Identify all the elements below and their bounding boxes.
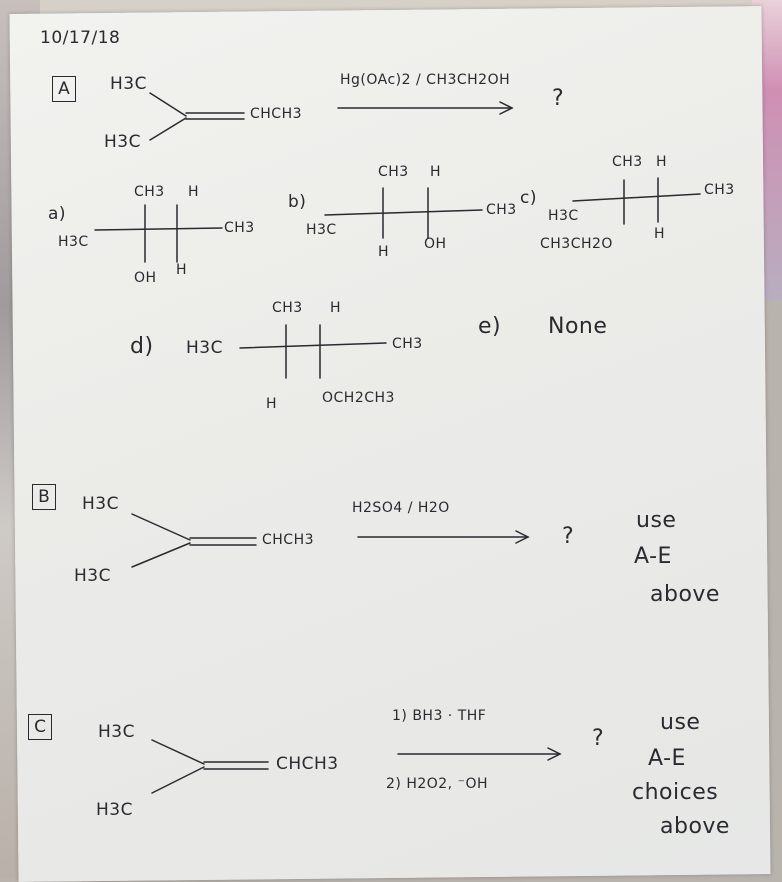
problem-b-h3c-bottom: H3C — [74, 566, 111, 586]
problem-b-note-3: above — [650, 582, 720, 607]
cross-d — [239, 324, 387, 379]
cross-c — [572, 177, 701, 225]
choice-d-top2: H — [330, 300, 342, 316]
choice-d-right: CH3 — [392, 336, 423, 352]
problem-b-h3c-top: H3C — [82, 494, 119, 514]
choice-d-top1: CH3 — [272, 300, 303, 316]
problem-a-box: A — [52, 76, 76, 102]
cross-b — [324, 187, 483, 239]
choice-c-bottom2: H — [654, 226, 666, 242]
arrow-a-head — [499, 101, 514, 115]
alkene-b — [131, 513, 257, 568]
problem-c-product: ? — [592, 726, 605, 751]
problem-c-note-2: A-E — [648, 746, 686, 771]
problem-c-reagent-2: 2) H2O2, ⁻OH — [386, 776, 489, 792]
problem-c-note-3: choices — [632, 780, 719, 805]
arrow-c-head — [547, 747, 562, 761]
choice-a-left: H3C — [58, 234, 89, 250]
problem-c-note-4: above — [660, 814, 730, 839]
problem-b-note-1: use — [636, 508, 677, 533]
problem-a-chch3: CHCH3 — [250, 106, 303, 122]
choice-e-text: None — [548, 314, 608, 339]
choice-d-bottom1: H — [266, 396, 278, 412]
problem-b-chch3: CHCH3 — [262, 532, 315, 548]
problem-c-h3c-top: H3C — [98, 722, 135, 742]
problem-b-box: B — [32, 484, 56, 510]
arrow-b-head — [515, 530, 530, 544]
choice-a-right: CH3 — [224, 220, 255, 236]
choice-d-left: H3C — [186, 338, 223, 358]
problem-c-reagent-1: 1) BH3 · THF — [392, 708, 487, 724]
alkene-c — [151, 739, 269, 794]
choice-a-top1: CH3 — [134, 184, 165, 200]
alkene-a — [149, 92, 245, 141]
choice-d-bottom2: OCH2CH3 — [322, 390, 395, 406]
problem-a-reagent: Hg(OAc)2 / CH3CH2OH — [340, 72, 511, 88]
choice-d-label: d) — [130, 334, 154, 359]
problem-c-h3c-bottom: H3C — [96, 800, 133, 820]
choice-a-bottom1: OH — [134, 270, 157, 286]
choice-c-top1: CH3 — [612, 154, 643, 170]
problem-a-h3c-top: H3C — [110, 74, 147, 94]
cross-a — [94, 204, 223, 263]
problem-b-note-2: A-E — [634, 544, 672, 569]
problem-b-product: ? — [562, 524, 575, 549]
choice-c-right: CH3 — [704, 182, 735, 198]
choice-c-top2: H — [656, 154, 668, 170]
choice-b-label: b) — [288, 192, 307, 212]
choice-c-label: c) — [520, 188, 537, 208]
choice-b-left: H3C — [306, 222, 337, 238]
choice-c-left: H3C — [548, 208, 579, 224]
problem-a-h3c-bottom: H3C — [104, 132, 141, 152]
choice-b-bottom1: H — [378, 244, 390, 260]
choice-a-top2: H — [188, 184, 200, 200]
choice-a-bottom2: H — [176, 262, 188, 278]
date-text: 10/17/18 — [40, 28, 121, 48]
choice-b-bottom2: OH — [424, 236, 447, 252]
problem-c-chch3: CHCH3 — [276, 754, 339, 774]
problem-a-product: ? — [552, 86, 565, 111]
problem-c-box: C — [28, 714, 52, 740]
problem-c-note-1: use — [660, 710, 701, 735]
choice-e-label: e) — [478, 314, 502, 339]
choice-a-label: a) — [48, 204, 67, 224]
choice-b-top2: H — [430, 164, 442, 180]
choice-b-right: CH3 — [486, 202, 517, 218]
choice-b-top1: CH3 — [378, 164, 409, 180]
choice-c-bottom1: CH3CH2O — [540, 236, 613, 252]
problem-b-reagent: H2SO4 / H2O — [352, 500, 450, 516]
